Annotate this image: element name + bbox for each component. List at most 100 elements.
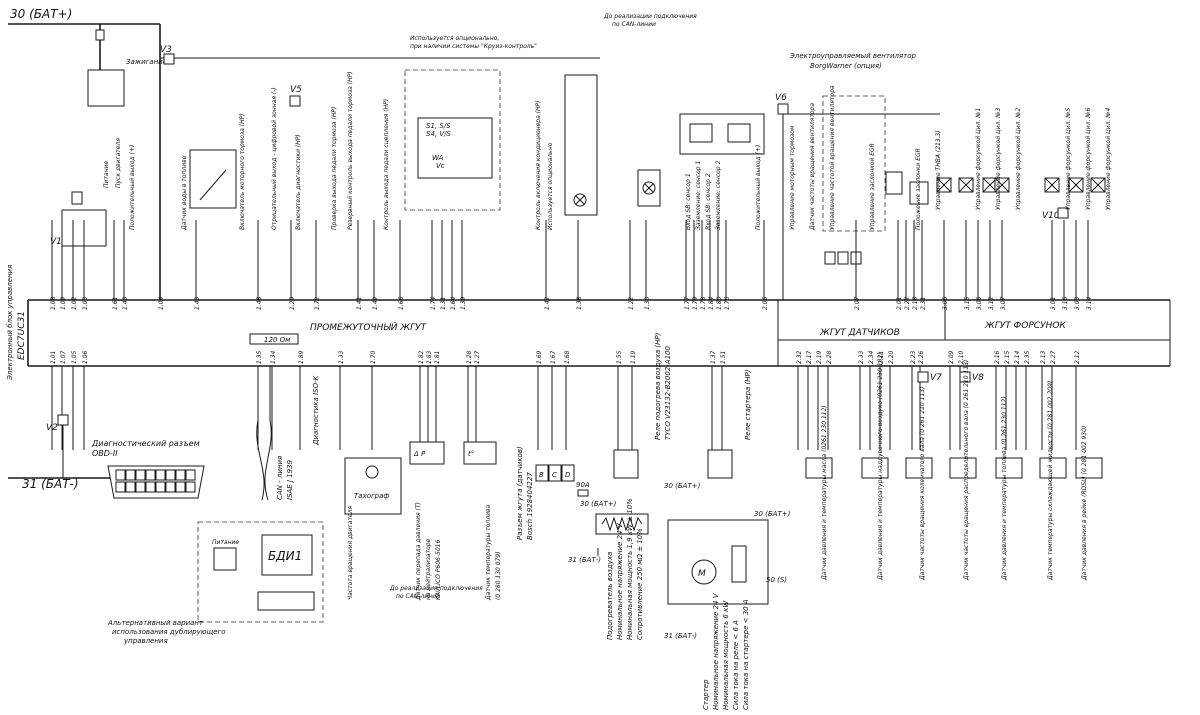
obd-pin (125, 469, 136, 481)
starter-label: Стартер (702, 679, 710, 710)
pin-top: 1.61 (112, 297, 119, 310)
fuse-label: 90А (576, 481, 590, 489)
pin-top: 1.41 (356, 297, 363, 310)
node-v7-box (917, 371, 929, 383)
plus30b-label: 30 (БАТ+) (664, 482, 701, 490)
pin-top: 2.22 (904, 296, 911, 310)
pin-bottom: 1.89 (298, 350, 305, 364)
pin-top: 1.03 (82, 296, 89, 310)
node-v10-box (1057, 207, 1069, 219)
egr-box-1 (885, 171, 903, 195)
obd-pin (115, 481, 126, 493)
pin-bottom: 1.51 (720, 351, 727, 364)
top-label: Питание (103, 161, 110, 188)
can-bottom-note: До реализации подключения (389, 585, 483, 592)
sensor-box (905, 457, 933, 479)
heater-relay-pn: TYCO V23132-B2002-A100 (664, 346, 672, 440)
obd-pin (185, 481, 196, 493)
diag-connector-label-2: OBD-II (92, 449, 118, 458)
top-label: Управление форсункой Цил. №4 (1105, 108, 1112, 210)
tachograph (344, 457, 402, 515)
wires-top (51, 220, 1089, 300)
pin-top: 1.84 (708, 296, 715, 310)
top-label: Датчик воды в топливе (181, 155, 188, 231)
can-top-note-2: по CAN-линии (612, 21, 656, 28)
pin-top: 2.31 (920, 297, 927, 310)
top-label: Отрицательный выход - цифровой зонная (-… (271, 87, 278, 230)
cruise-pin-s4: S4, V/S (426, 130, 451, 138)
pin-bottom: 2.13 (1040, 350, 1047, 364)
top-label: Управление частотой вращения вентилятора (829, 85, 836, 230)
alt-variant-label: Альтернативный вариант (107, 619, 204, 627)
fan-sub: BorgWarner (опция) (810, 62, 882, 70)
fan-dashed-box (822, 95, 886, 232)
starter-solenoid (731, 545, 747, 583)
fan-pin-b (824, 251, 836, 265)
air-heater (595, 513, 649, 535)
pin-top: 3.12 (988, 296, 995, 310)
can-line-high (256, 366, 265, 501)
obd-pin (165, 481, 176, 493)
pin-bottom: 1.07 (60, 350, 67, 364)
heater-label: Подогреватель воздуха (606, 552, 614, 640)
pin-bottom: 2.33 (858, 350, 865, 364)
ignition-label: Зажигание (126, 58, 167, 66)
pin-top: 1.66 (398, 296, 405, 310)
water-sensor (189, 149, 237, 209)
top-label: Включатель диагностики (НР) (295, 134, 302, 230)
pin-bottom: 1.35 (256, 350, 263, 364)
diag-lamp (642, 181, 656, 195)
node-v8-box (959, 371, 971, 383)
pin-top: 1.08 (50, 296, 57, 310)
node-v6-box (777, 103, 789, 115)
supply-label: Питание (212, 539, 239, 546)
pin-bottom: 2.20 (888, 350, 895, 364)
heater-relay-label: Реле подогрева воздуха (НР) (654, 332, 662, 440)
pin-bottom: 2.28 (826, 350, 833, 364)
top-label: Заземление: сенсор 1 (695, 161, 702, 230)
top-label: Используется опционально (547, 142, 554, 230)
cruise-pin-s1: S1, S/S (426, 122, 451, 130)
pin-bottom: 1.28 (466, 350, 473, 364)
harness-injectors: ЖГУТ ФОРСУНОК (984, 321, 1066, 331)
starter-motor (691, 559, 717, 585)
sensor-box (949, 457, 977, 479)
fan-title: Электроуправляемый вентилятор (789, 52, 917, 60)
top-label: Положительный выход (+) (755, 145, 762, 230)
pin-bottom: 2.27 (1050, 350, 1057, 364)
pin-top: 3.16 (1062, 296, 1069, 310)
pin-bottom: 1.37 (710, 350, 717, 364)
pin-top: 3.03 (1074, 296, 1081, 310)
obd-pin (145, 481, 156, 493)
alt-variant-label-2: использования дублирующего (112, 628, 226, 636)
top-label: Управление форсункой Цил. №5 (1065, 108, 1072, 210)
pin-bottom: 1.82 (418, 350, 425, 364)
sensor-box (861, 457, 889, 479)
pin-bottom: 1.34 (270, 350, 277, 364)
top-label: Проверка выхода педали тормоза (НР) (331, 107, 338, 230)
out50-label: 50 (S) (766, 576, 787, 584)
top-label: Пуск двигателя (115, 138, 122, 188)
plus30-starter: 30 (БАТ+) (754, 510, 791, 518)
fuel-temp-symbol: t° (468, 450, 474, 458)
pin-bottom: 2.16 (994, 350, 1001, 364)
obd-pin (135, 469, 146, 481)
pin-top: 1.74 (430, 296, 437, 310)
cruise-note: Используется опционально, (410, 35, 499, 42)
top-label: Резервный контроль выхода педали тормоза… (347, 71, 354, 230)
starter-relay (707, 449, 733, 479)
node-v2-box (57, 414, 69, 426)
cold-start-lamp-box (564, 74, 598, 216)
terminator-resistor (249, 333, 299, 345)
top-label: Заземление: сенсор 2 (715, 161, 722, 230)
heater-coil (601, 516, 643, 532)
sensor-box (805, 457, 833, 479)
starter-relay-label: Реле стартера (НР) (744, 369, 752, 440)
sensor-box (1039, 457, 1067, 479)
bottom-label: Датчик температуры охлаждающей жидкости … (1047, 381, 1054, 581)
bdi-connector (257, 591, 315, 611)
pin-top: 2.01 (896, 297, 903, 310)
